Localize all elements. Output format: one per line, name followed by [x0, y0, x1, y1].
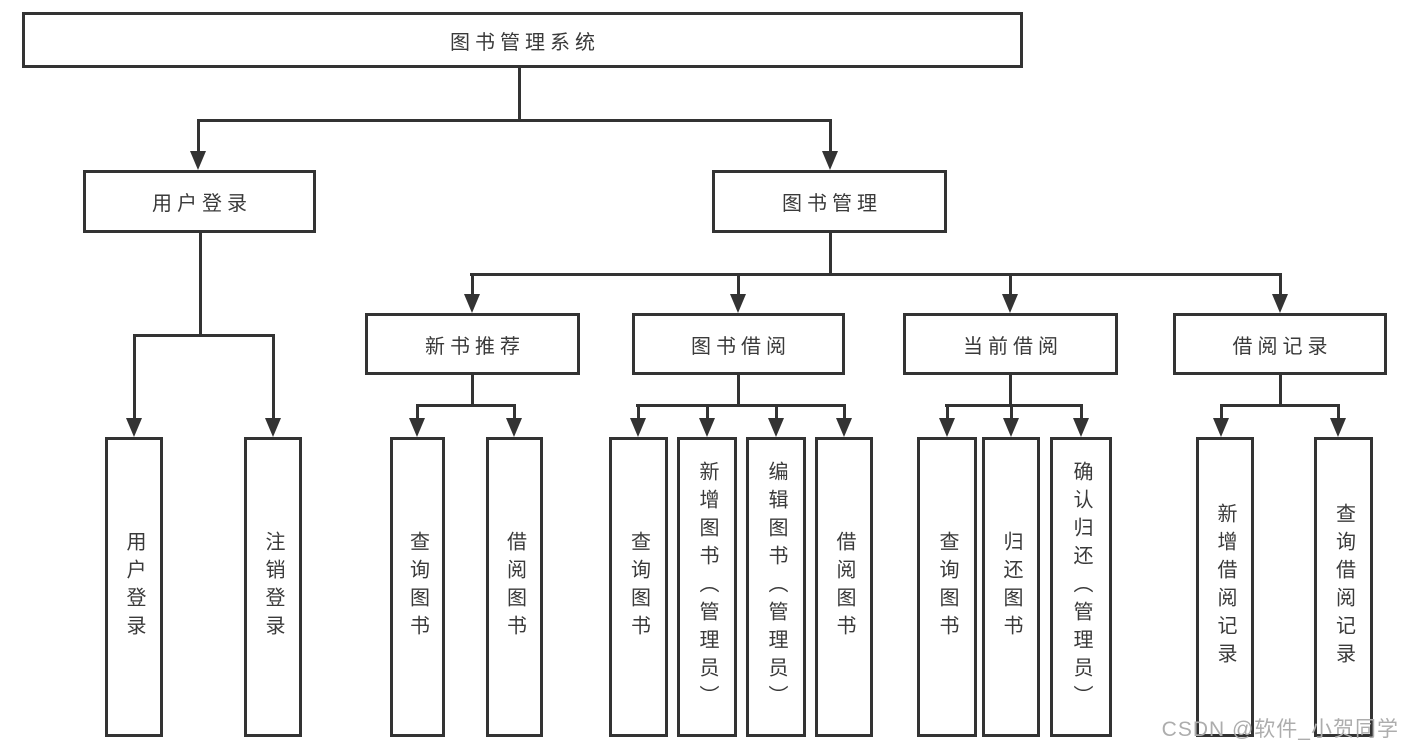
- leaf-confirm-return-admin: 确认归还（管理员）: [1050, 437, 1112, 737]
- connector-currentborrow-shaft-2: [1010, 404, 1013, 420]
- node-book-management: 图书管理: [712, 170, 947, 233]
- connector-records-shaft-2: [1337, 404, 1340, 420]
- arrow-down-icon: [1330, 418, 1346, 437]
- node-book-borrowing: 图书借阅: [632, 313, 845, 375]
- arrow-down-icon: [1003, 418, 1019, 437]
- connector-root-vline: [518, 68, 521, 120]
- connector-currentborrow-vline: [1009, 375, 1012, 407]
- leaf-user-login: 用户登录: [105, 437, 163, 737]
- leaf-query-books-borrowing: 查询图书: [609, 437, 668, 737]
- leaf-return-books-label: 归还图书: [1000, 531, 1022, 643]
- connector-bookmgmt-hline: [470, 273, 1282, 276]
- arrow-down-icon: [699, 418, 715, 437]
- connector-currentborrow-shaft-1: [946, 404, 949, 420]
- leaf-query-books-current: 查询图书: [917, 437, 977, 737]
- arrow-down-icon: [1073, 418, 1089, 437]
- arrow-down-icon: [939, 418, 955, 437]
- node-new-book-recommend: 新书推荐: [365, 313, 580, 375]
- node-user-login-label: 用户登录: [152, 193, 252, 215]
- connector-newbook-shaft-2: [513, 404, 516, 420]
- connector-userlogin-shaft-2: [272, 334, 275, 420]
- arrow-down-icon: [768, 418, 784, 437]
- node-current-borrowing-label: 当前借阅: [963, 335, 1063, 358]
- connector-bookborrow-vline: [737, 375, 740, 407]
- leaf-logout: 注销登录: [244, 437, 302, 737]
- arrow-down-icon: [822, 151, 838, 170]
- node-root-label: 图书管理系统: [450, 31, 600, 54]
- connector-bookmgmt-shaft-1: [471, 273, 474, 297]
- arrow-down-icon: [464, 294, 480, 313]
- leaf-user-login-label: 用户登录: [123, 531, 145, 643]
- connector-bookborrow-shaft-1: [637, 404, 640, 420]
- node-current-borrowing: 当前借阅: [903, 313, 1118, 375]
- connector-bookmgmt-shaft-3: [1009, 273, 1012, 297]
- connector-records-vline: [1279, 375, 1282, 407]
- arrow-down-icon: [630, 418, 646, 437]
- leaf-borrow-books-recommend-label: 借阅图书: [503, 531, 526, 643]
- leaf-query-borrow-record: 查询借阅记录: [1314, 437, 1373, 737]
- arrow-down-icon: [409, 418, 425, 437]
- arrow-down-icon: [1002, 294, 1018, 313]
- connector-bookborrow-hline: [636, 404, 845, 407]
- arrow-down-icon: [836, 418, 852, 437]
- csdn-watermark: CSDN @软件_小贺同学: [1161, 718, 1399, 741]
- connector-currentborrow-hline: [945, 404, 1082, 407]
- leaf-add-books-admin-label: 新增图书（管理员）: [696, 461, 718, 713]
- leaf-borrow-books-borrowing: 借阅图书: [815, 437, 873, 737]
- connector-userlogin-shaft-1: [133, 334, 136, 420]
- leaf-query-borrow-record-label: 查询借阅记录: [1332, 503, 1355, 671]
- connector-bookmgmt-shaft-2: [737, 273, 740, 297]
- leaf-borrow-books-recommend: 借阅图书: [486, 437, 543, 737]
- arrow-down-icon: [730, 294, 746, 313]
- connector-bookmgmt-shaft-4: [1279, 273, 1282, 297]
- leaf-edit-books-admin-label: 编辑图书（管理员）: [765, 461, 787, 713]
- connector-newbook-hline: [416, 404, 516, 407]
- leaf-query-books-recommend: 查询图书: [390, 437, 445, 737]
- leaf-edit-books-admin: 编辑图书（管理员）: [746, 437, 806, 737]
- connector-newbook-vline: [471, 375, 474, 407]
- arrow-down-icon: [190, 151, 206, 170]
- arrow-down-icon: [265, 418, 281, 437]
- leaf-add-borrow-record-label: 新增借阅记录: [1214, 503, 1236, 671]
- arrow-down-icon: [1272, 294, 1288, 313]
- connector-root-left-shaft: [197, 119, 200, 153]
- connector-records-hline: [1220, 404, 1340, 407]
- node-root: 图书管理系统: [22, 12, 1023, 68]
- connector-userlogin-vline: [199, 233, 202, 337]
- leaf-borrow-books-borrowing-label: 借阅图书: [833, 531, 855, 643]
- arrow-down-icon: [126, 418, 142, 437]
- connector-bookborrow-shaft-4: [843, 404, 846, 420]
- leaf-query-books-borrowing-label: 查询图书: [627, 531, 650, 643]
- connector-root-right-shaft: [829, 119, 832, 153]
- leaf-query-books-current-label: 查询图书: [936, 531, 958, 643]
- leaf-confirm-return-admin-label: 确认归还（管理员）: [1070, 461, 1092, 713]
- node-borrowing-records-label: 借阅记录: [1232, 335, 1333, 358]
- node-book-borrowing-label: 图书借阅: [691, 335, 791, 358]
- arrow-down-icon: [506, 418, 522, 437]
- leaf-add-books-admin: 新增图书（管理员）: [677, 437, 737, 737]
- leaf-query-books-recommend-label: 查询图书: [406, 531, 429, 643]
- connector-bookmgmt-vline: [829, 233, 832, 276]
- arrow-down-icon: [1213, 418, 1229, 437]
- connector-currentborrow-shaft-3: [1080, 404, 1083, 420]
- connector-root-hline: [197, 119, 832, 122]
- node-new-book-recommend-label: 新书推荐: [425, 335, 525, 358]
- connector-bookborrow-shaft-3: [775, 404, 778, 420]
- node-book-management-label: 图书管理: [782, 193, 882, 215]
- leaf-logout-label: 注销登录: [262, 531, 284, 643]
- connector-newbook-shaft-1: [416, 404, 419, 420]
- leaf-add-borrow-record: 新增借阅记录: [1196, 437, 1254, 737]
- node-borrowing-records: 借阅记录: [1173, 313, 1387, 375]
- leaf-return-books: 归还图书: [982, 437, 1040, 737]
- connector-records-shaft-1: [1220, 404, 1223, 420]
- connector-bookborrow-shaft-2: [706, 404, 709, 420]
- connector-userlogin-hline: [133, 334, 275, 337]
- node-user-login: 用户登录: [83, 170, 316, 233]
